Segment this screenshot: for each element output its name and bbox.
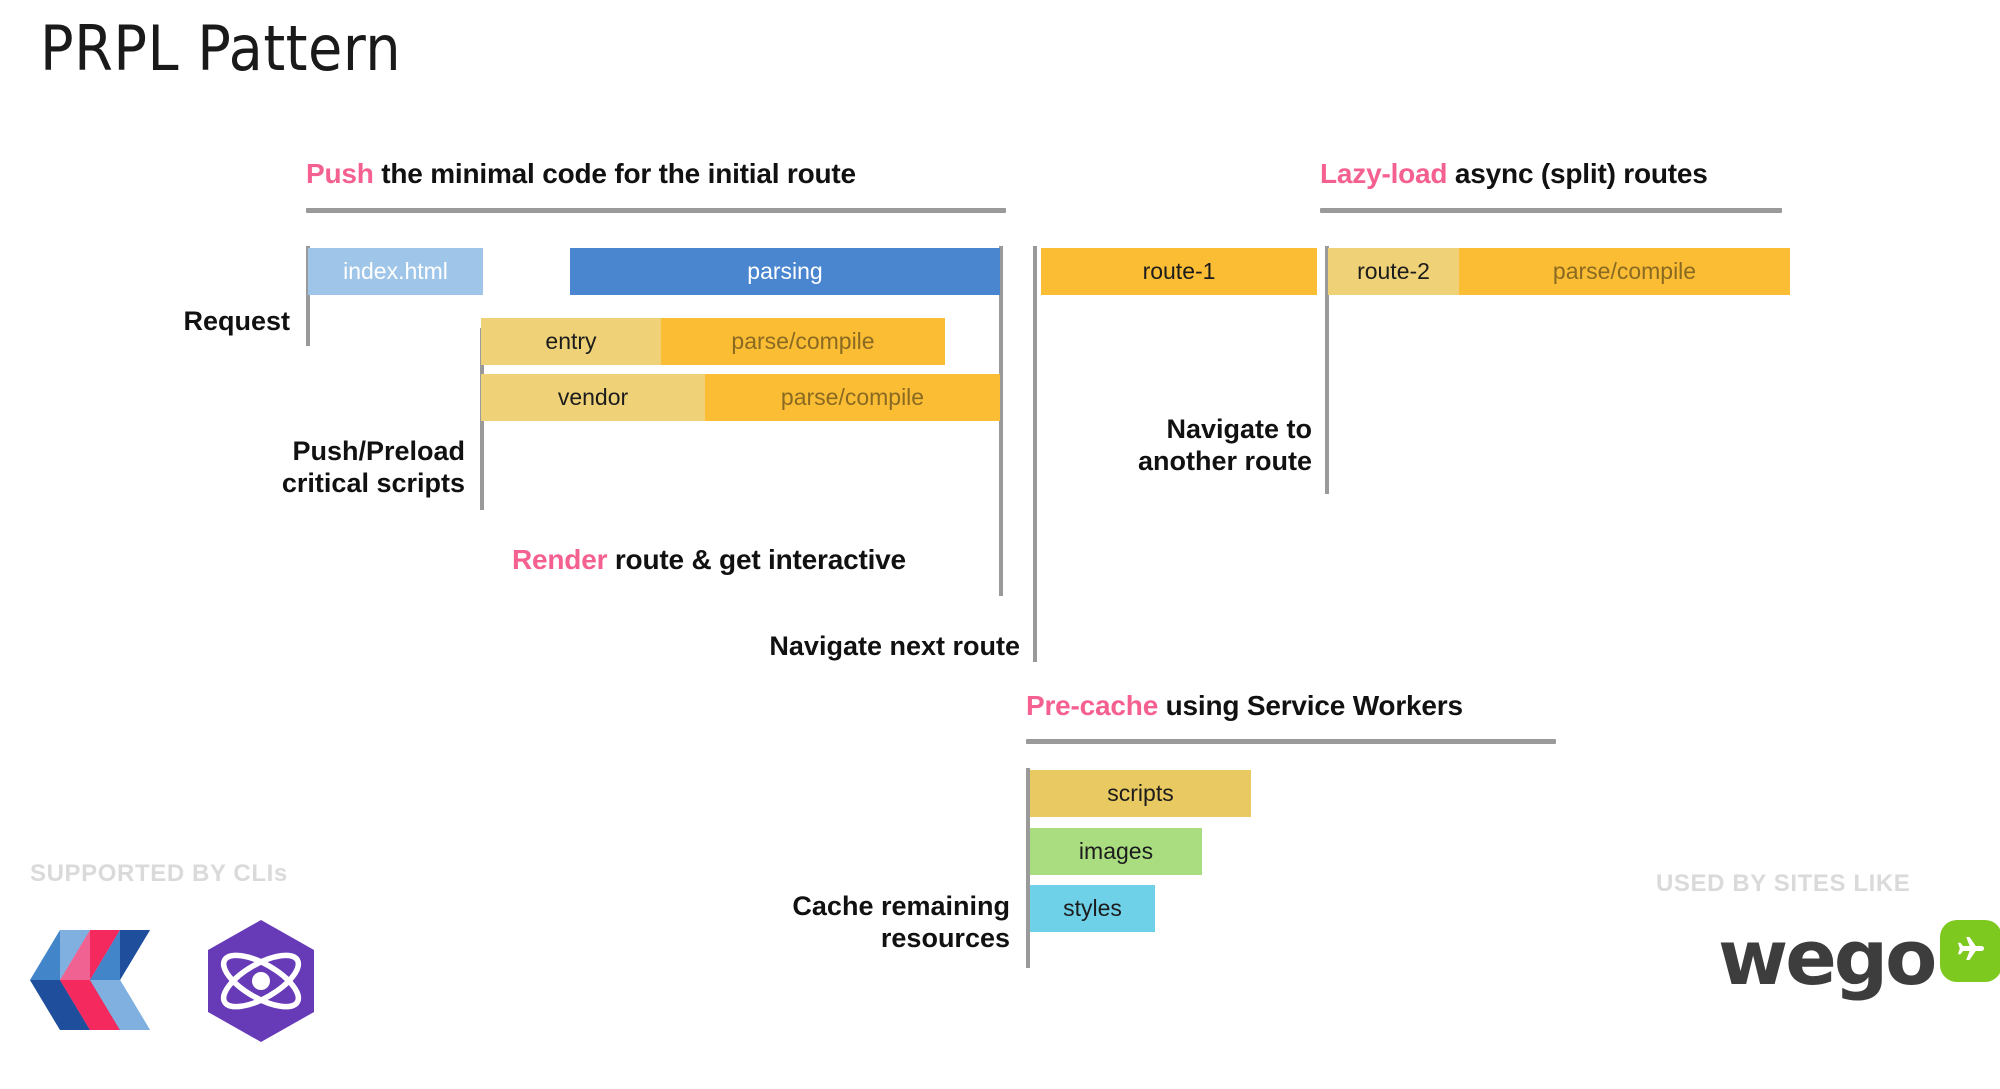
section-rest-lazyload: async (split) routes <box>1447 158 1708 189</box>
bar-segment-styles: styles <box>1030 885 1155 932</box>
section-keyword-push: Push <box>306 158 374 189</box>
airplane-icon <box>1958 937 1985 960</box>
wego-badge <box>1940 920 2000 982</box>
bar-segment-route-2-label: route-2 <box>1328 248 1459 295</box>
guide-line-navigate-another <box>1325 246 1329 494</box>
section-keyword-lazyload: Lazy-load <box>1320 158 1448 189</box>
label-cache-remaining: Cache remaining resources <box>792 891 1010 953</box>
bar-segment-entry-label: entry <box>481 318 661 365</box>
polymer-logo-icon <box>30 930 150 1030</box>
preact-logo <box>198 918 324 1044</box>
bar-route-1: route-1 <box>1041 248 1317 295</box>
guide-line-render <box>999 246 1003 596</box>
section-heading-push: Push the minimal code for the initial ro… <box>306 158 856 190</box>
label-request: Request <box>183 306 290 336</box>
section-rule-lazyload <box>1320 208 1782 213</box>
footer-caption-supported-by: SUPPORTED BY CLIs <box>30 860 288 887</box>
footer-caption-used-by: USED BY SITES LIKE <box>1656 870 1911 897</box>
label-push-preload: Push/Preload critical scripts <box>281 436 465 498</box>
bar-images: images <box>1030 828 1202 875</box>
bar-parsing: parsing <box>570 248 1000 295</box>
section-rule-push <box>306 208 1006 213</box>
bar-segment-vendor-label: vendor <box>481 374 705 421</box>
guide-line-navigate-next <box>1033 246 1037 662</box>
section-rest-render: route & get interactive <box>607 544 906 575</box>
bar-segment-route-2-parse-compile: parse/compile <box>1459 248 1790 295</box>
bar-segment-route-1: route-1 <box>1041 248 1317 295</box>
section-keyword-render: Render <box>512 544 608 575</box>
polymer-logo <box>30 925 160 1035</box>
section-rest-precache: using Service Workers <box>1158 690 1463 721</box>
bar-segment-images: images <box>1030 828 1202 875</box>
bar-vendor: vendor parse/compile <box>481 374 1000 421</box>
bar-styles: styles <box>1030 885 1155 932</box>
guide-line-request <box>306 246 310 346</box>
section-heading-lazyload: Lazy-load async (split) routes <box>1320 158 1708 190</box>
section-rest-push: the minimal code for the initial route <box>373 158 856 189</box>
label-navigate-another-route: Navigate to another route <box>1137 414 1312 476</box>
bar-segment-parsing: parsing <box>570 248 1000 295</box>
wego-logo: wego <box>1718 912 2000 1002</box>
section-rule-precache <box>1026 739 1556 744</box>
bar-segment-vendor-parse-compile: parse/compile <box>705 374 1000 421</box>
preact-logo-icon <box>208 920 314 1042</box>
bar-route-2: route-2 parse/compile <box>1328 248 1790 295</box>
bar-segment-index-html: index.html <box>308 248 483 295</box>
bar-index-html: index.html <box>308 248 483 295</box>
bar-segment-entry-parse-compile: parse/compile <box>661 318 945 365</box>
bar-scripts: scripts <box>1030 770 1251 817</box>
page-title: PRPL Pattern <box>40 12 402 85</box>
section-heading-render: Render route & get interactive <box>512 544 906 576</box>
wego-wordmark: wego <box>1718 912 1937 1002</box>
bar-segment-scripts: scripts <box>1030 770 1251 817</box>
section-heading-precache: Pre-cache using Service Workers <box>1026 690 1463 722</box>
bar-entry: entry parse/compile <box>481 318 945 365</box>
guide-line-precache <box>1026 768 1030 968</box>
label-navigate-next-route: Navigate next route <box>769 631 1020 661</box>
section-keyword-precache: Pre-cache <box>1026 690 1159 721</box>
